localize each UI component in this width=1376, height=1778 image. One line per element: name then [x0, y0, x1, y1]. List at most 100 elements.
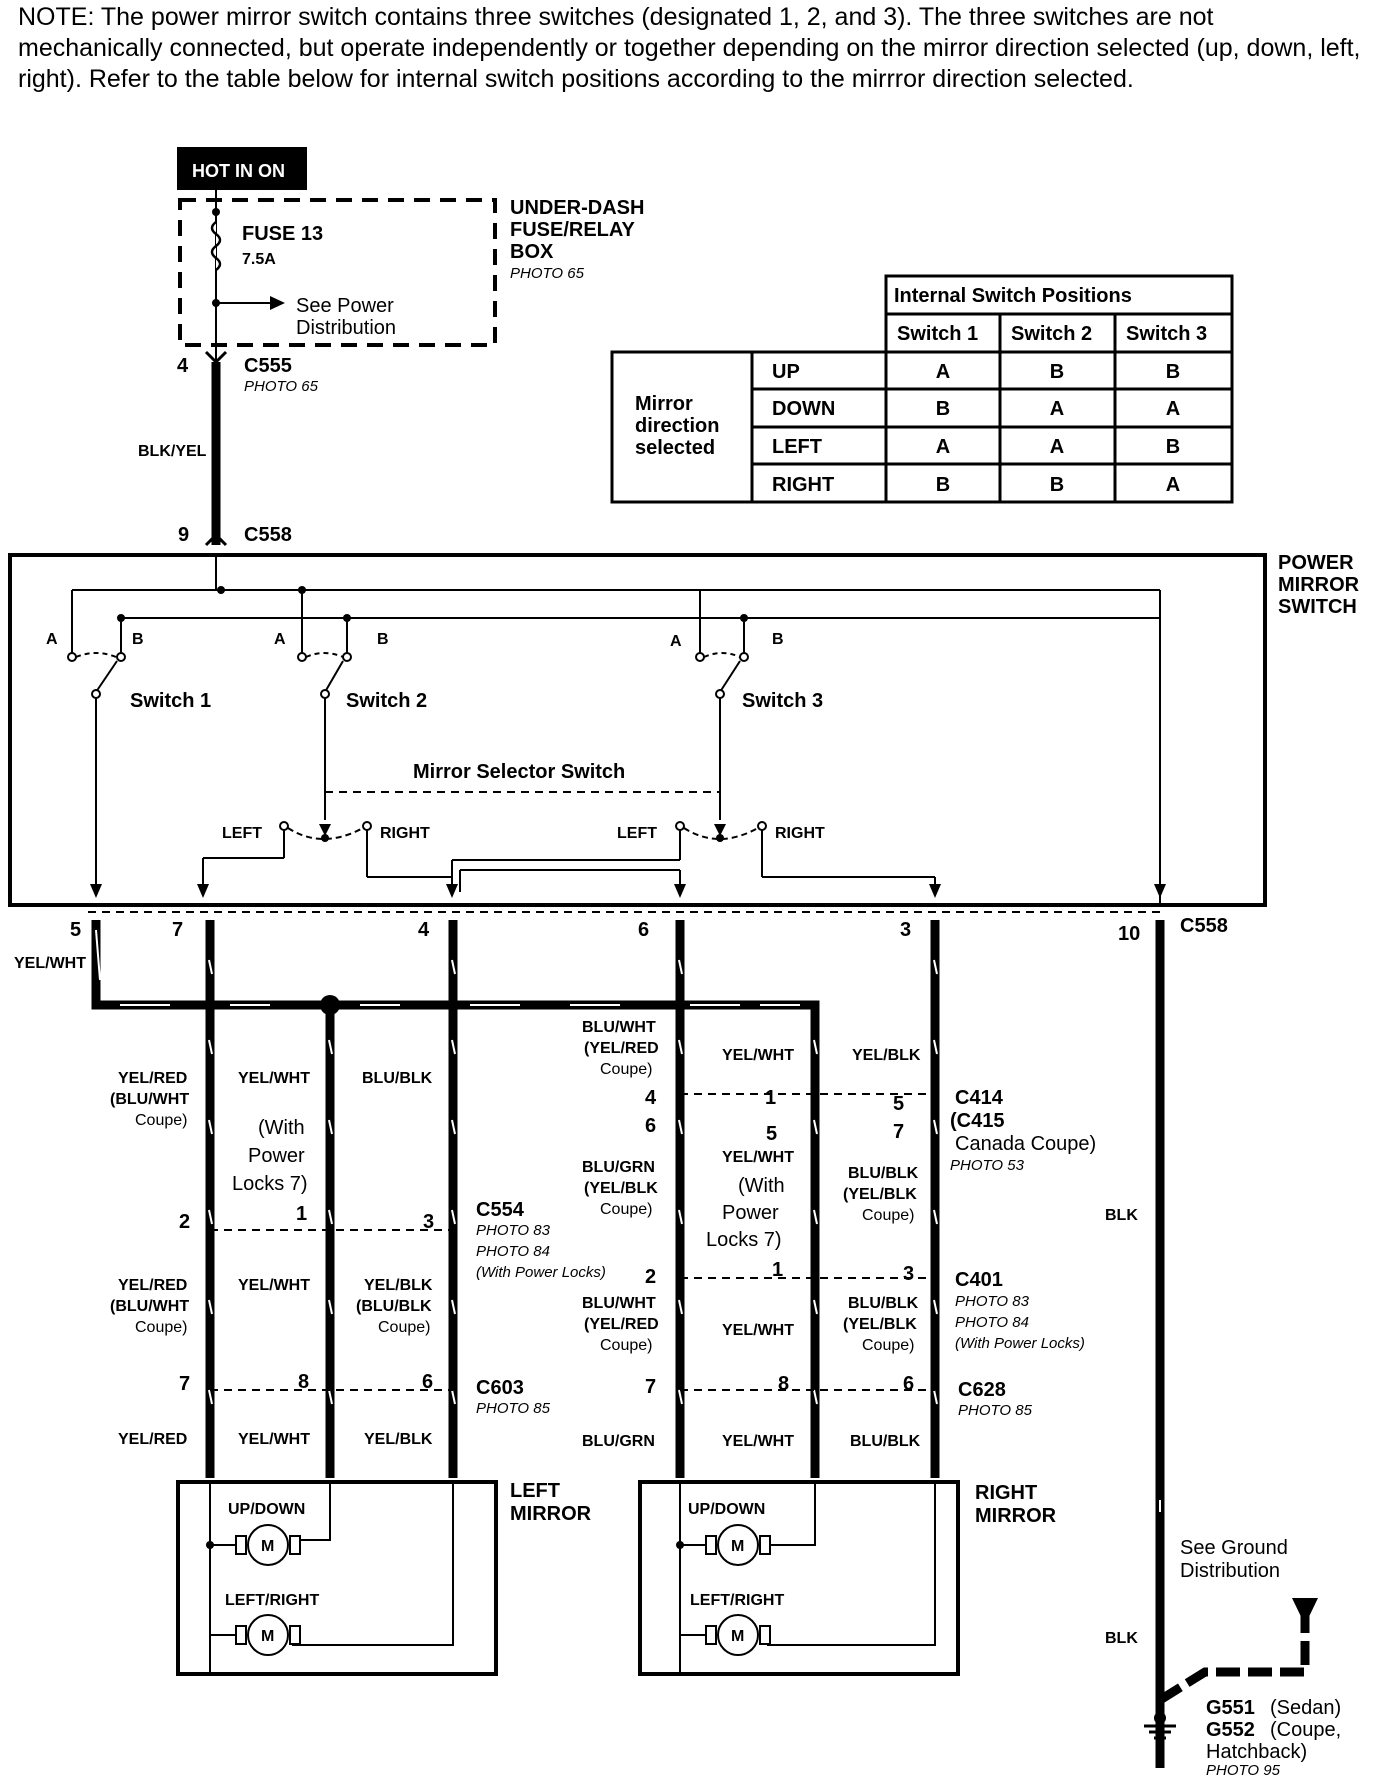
- c401-pin-2: 2: [645, 1266, 656, 1288]
- sw2-a: A: [274, 631, 286, 648]
- blk-label-1: BLK: [1105, 1207, 1138, 1224]
- ru-1a: BLU/WHT: [582, 1019, 656, 1036]
- rm-3a: BLU/BLK: [848, 1295, 919, 1312]
- c554-photo-2: PHOTO 84: [476, 1243, 550, 1260]
- arrow-right-icon: [270, 296, 285, 310]
- fuse-symbol: [210, 221, 222, 271]
- rm-1c: Coupe): [600, 1337, 652, 1354]
- c414-pin-b2: 5: [766, 1123, 777, 1145]
- c414-photo: PHOTO 53: [950, 1157, 1025, 1174]
- ru2-3a: BLU/BLK: [848, 1165, 919, 1182]
- ground-symbol: [1144, 1712, 1176, 1740]
- see-ground-2: Distribution: [1180, 1560, 1280, 1582]
- right-leftright-label: LEFT/RIGHT: [690, 1592, 784, 1609]
- c628-pin-8: 8: [778, 1373, 789, 1395]
- fuse-box-outline: [178, 198, 497, 347]
- table-direction-right: RIGHT: [772, 474, 834, 496]
- ru2-1b: (YEL/BLK: [584, 1180, 658, 1197]
- ll-2: YEL/WHT: [238, 1431, 310, 1448]
- c414-pin-a2: 1: [765, 1087, 776, 1109]
- table-cell: A: [1050, 398, 1064, 420]
- switch-title-3: SWITCH: [1278, 596, 1357, 618]
- switch-position-table: [610, 274, 1234, 504]
- c558-bottom-name: C558: [1180, 915, 1228, 937]
- rm-1a: BLU/WHT: [582, 1295, 656, 1312]
- ru2-1a: BLU/GRN: [582, 1159, 655, 1176]
- c401-pin-3: 3: [903, 1263, 914, 1285]
- lu-1b: (BLU/WHT: [110, 1091, 189, 1108]
- c603-photo: PHOTO 85: [476, 1400, 551, 1417]
- rl-1: BLU/GRN: [582, 1433, 655, 1450]
- table-cell: B: [1166, 361, 1180, 383]
- c414-pin-a3: 5: [893, 1093, 904, 1115]
- sel-right-1: RIGHT: [380, 825, 430, 842]
- ru2-1c: Coupe): [600, 1201, 652, 1218]
- c554-pin-3: 3: [423, 1211, 434, 1233]
- table-cell: A: [1166, 474, 1180, 496]
- c554-photo-1: PHOTO 83: [476, 1222, 551, 1239]
- g552-note: (Coupe,: [1270, 1719, 1341, 1741]
- c558-pin-10: 10: [1118, 923, 1140, 945]
- left-motor-2: M: [261, 1628, 274, 1645]
- fuse-name: FUSE 13: [242, 223, 323, 245]
- sel-left-1: LEFT: [222, 825, 262, 842]
- ru-1b: (YEL/RED: [584, 1040, 659, 1057]
- c603-pin-6: 6: [422, 1371, 433, 1393]
- lu-1c: Coupe): [135, 1112, 187, 1129]
- table-cell: A: [1166, 398, 1180, 420]
- c555-photo: PHOTO 65: [244, 378, 319, 395]
- plk-l-2: Power: [248, 1145, 305, 1167]
- lm-1c: Coupe): [135, 1319, 187, 1336]
- power-mirror-switch-box: [8, 553, 1267, 907]
- c558-top-pin: 9: [178, 524, 189, 546]
- c554-pin-2: 2: [179, 1211, 190, 1233]
- lm-3b: (BLU/BLK: [356, 1298, 432, 1315]
- hot-label: HOT IN ON: [192, 161, 285, 181]
- plk-l-1: (With: [258, 1117, 305, 1139]
- c558-pin-6: 6: [638, 919, 649, 941]
- c401-photo-2: PHOTO 84: [955, 1314, 1029, 1331]
- rm-3c: Coupe): [862, 1337, 914, 1354]
- see-ground-1: See Ground: [1180, 1537, 1288, 1559]
- c603-name: C603: [476, 1377, 524, 1399]
- right-mirror-label-2: MIRROR: [975, 1505, 1057, 1527]
- ru-3: YEL/BLK: [852, 1047, 921, 1064]
- hot-in-on-tag: [177, 147, 307, 190]
- lm-1b: (BLU/WHT: [110, 1298, 189, 1315]
- selector-left-mirror: [197, 821, 452, 898]
- c628-pin-6: 6: [903, 1373, 914, 1395]
- left-updown-label: UP/DOWN: [228, 1501, 305, 1518]
- note-text: NOTE: The power mirror switch contains t…: [18, 3, 1361, 93]
- ru2-2: YEL/WHT: [722, 1149, 794, 1166]
- g551: G551: [1206, 1697, 1255, 1719]
- table-cell: B: [1166, 436, 1180, 458]
- c558-pin-4: 4: [418, 919, 430, 941]
- table-cell: A: [936, 361, 950, 383]
- see-power-1: See Power: [296, 295, 394, 317]
- right-leftright-motor: [705, 1614, 771, 1656]
- lu-1a: YEL/RED: [118, 1070, 187, 1087]
- switch-title-1: POWER: [1278, 552, 1354, 574]
- ru2-3c: Coupe): [862, 1207, 914, 1224]
- box-label-3: BOX: [510, 241, 554, 263]
- rm-3b: (YEL/BLK: [843, 1316, 917, 1333]
- rm-2: YEL/WHT: [722, 1322, 794, 1339]
- sel-left-2: LEFT: [617, 825, 657, 842]
- ll-1: YEL/RED: [118, 1431, 187, 1448]
- left-leftright-motor: [235, 1614, 301, 1656]
- harness-wires: [91, 920, 1318, 1768]
- left-leftright-label: LEFT/RIGHT: [225, 1592, 319, 1609]
- rl-2: YEL/WHT: [722, 1433, 794, 1450]
- table-col-2: Switch 2: [1011, 323, 1092, 345]
- switch-2-label: Switch 2: [346, 690, 427, 712]
- table-direction-up: UP: [772, 361, 800, 383]
- blk-yel-label: BLK/YEL: [138, 443, 207, 460]
- switch-3-label: Switch 3: [742, 690, 823, 712]
- see-power-2: Distribution: [296, 317, 396, 339]
- right-mirror: [638, 1480, 960, 1676]
- fuse-rating: 7.5A: [242, 251, 276, 268]
- rl-3: BLU/BLK: [850, 1433, 921, 1450]
- left-motor-1: M: [261, 1538, 274, 1555]
- right-motor-1: M: [731, 1538, 744, 1555]
- switch-title-2: MIRROR: [1278, 574, 1360, 596]
